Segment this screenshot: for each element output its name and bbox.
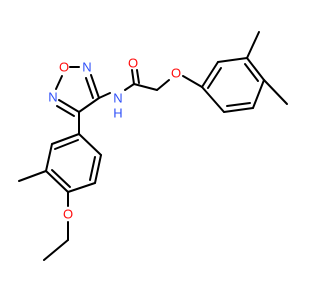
bond-c-o-carbonyl	[131, 69, 135, 85]
bond-c-c-ring	[78, 97, 100, 113]
bond-ar1-a	[201, 61, 219, 88]
bond-methyl-right	[263, 79, 288, 105]
bond-o-n-left	[55, 75, 63, 90]
bond-n-c-right	[90, 74, 100, 99]
bond-ar1-c	[246, 57, 265, 81]
bond-ar2-a-double	[54, 139, 79, 150]
bond-ch2-ch3-ethyl	[43, 239, 69, 261]
bond-ch2-o	[156, 79, 170, 91]
bond-ar2-c-double	[51, 169, 71, 188]
bond-ar1-e-double	[226, 102, 251, 107]
bond-ar1-c-double	[244, 63, 259, 82]
bond-n-c-left	[58, 99, 80, 113]
bond-methyl-top	[246, 31, 260, 59]
bond-o-aryl	[182, 75, 203, 88]
bond-ar2-a	[51, 133, 80, 145]
bond-co-ch2	[133, 83, 158, 91]
bond-n-c-right-double	[85, 77, 94, 99]
bond-ar2-d	[67, 182, 96, 193]
bond-c-o-carbonyl-double	[136, 69, 140, 84]
atom-labels: O N N N H O O O	[48, 56, 181, 222]
bond-methyl-ar2	[18, 170, 47, 182]
atom-o-ether-left: O	[63, 207, 73, 222]
bond-ar1-b	[217, 57, 248, 63]
bond-ar2-b	[45, 143, 53, 172]
bond-ar2-e-double	[89, 156, 96, 181]
atom-n-ring-right: N	[82, 60, 91, 75]
bond-ar1-e	[223, 107, 254, 113]
bond-lines	[18, 31, 288, 261]
bond-c-nh	[98, 92, 111, 99]
bond-n-c-left-double	[56, 105, 75, 117]
atom-o-ether-right: O	[171, 66, 181, 81]
atom-o-ring: O	[59, 60, 69, 75]
bond-nh-co	[124, 83, 135, 91]
atom-n-ring-left: N	[48, 90, 57, 105]
bond-ar1-f	[201, 86, 225, 113]
bond-ar1-d	[252, 79, 265, 109]
atom-o-carbonyl: O	[128, 56, 138, 71]
bond-ar1-a-double	[207, 67, 222, 89]
bond-ar2-f	[78, 133, 102, 156]
bond-ar2-c	[45, 170, 69, 193]
bond-ar2-e	[94, 154, 102, 184]
atom-nh: N	[113, 91, 122, 106]
atom-nh-h: H	[113, 106, 122, 121]
molecule-diagram: O N N N H O O O	[18, 31, 288, 261]
